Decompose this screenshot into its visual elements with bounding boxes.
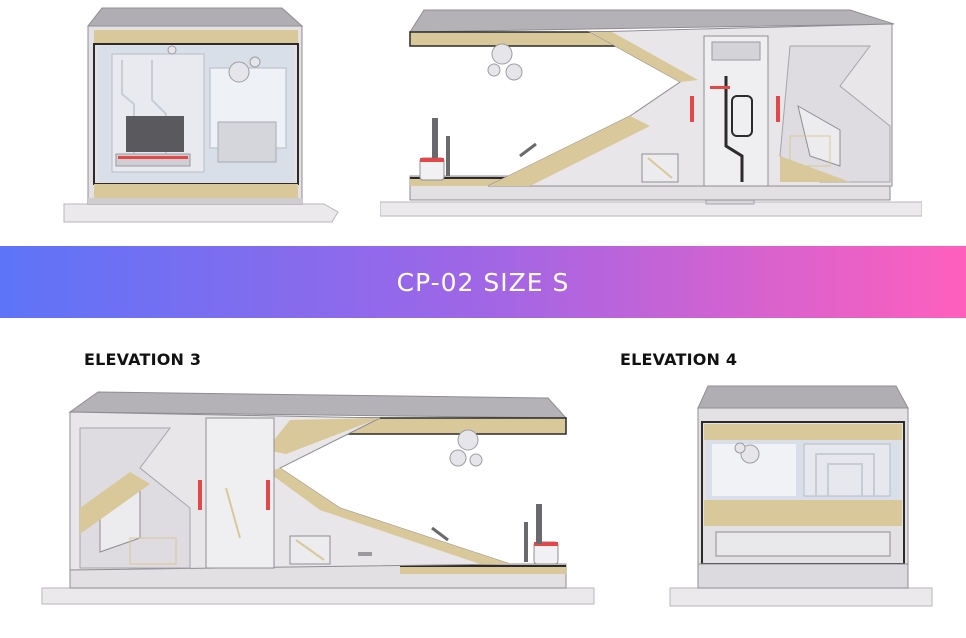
accent-band-top [94,30,298,44]
indicator-light [266,480,270,510]
banner-title: CP-02 SIZE S [396,267,570,297]
indicator-light [690,96,694,122]
roof [697,385,909,409]
door [703,35,769,187]
accent-band-bottom [94,184,298,198]
base-slab [669,587,933,607]
elevation-4-label: ELEVATION 4 [620,350,738,369]
title-banner: CP-02 SIZE S [0,246,966,318]
door [205,417,275,569]
indicator-light [198,480,202,510]
base-slab [41,587,595,605]
elevation-4-drawing [668,382,936,610]
elevation-3-label: ELEVATION 3 [84,350,202,369]
accent-band-top [704,424,902,440]
elevation-3-drawing [40,388,596,610]
roof [86,7,304,27]
indicator-light [776,96,780,122]
accent-band-bottom [704,500,902,526]
planet-sphere [228,61,250,83]
tv-screen [126,116,184,152]
roof [409,9,895,33]
side-elevation-drawing-1 [380,6,922,222]
base-slab [63,203,339,223]
front-elevation-drawing [62,4,342,228]
base-slab [380,201,922,217]
planet-sphere [740,444,760,464]
